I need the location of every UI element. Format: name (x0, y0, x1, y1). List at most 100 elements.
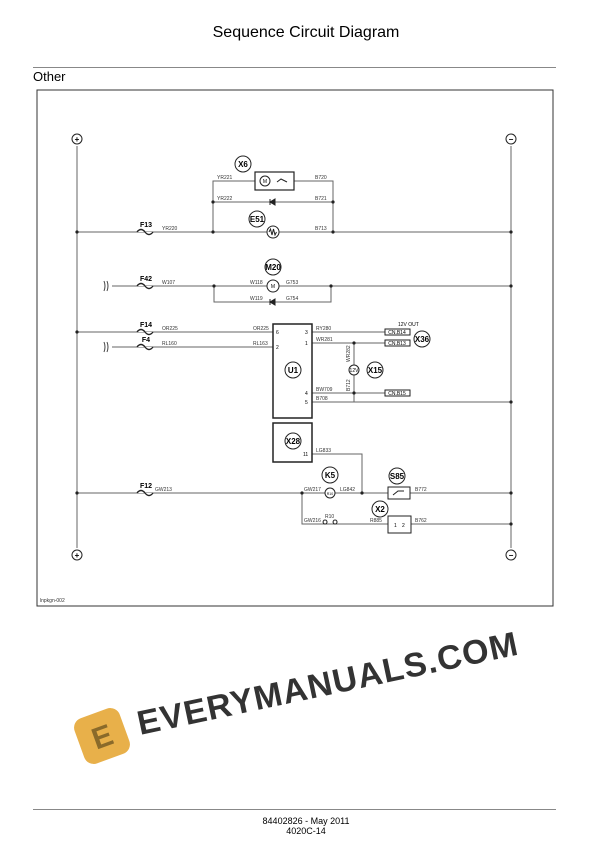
svg-text:+: + (75, 135, 80, 144)
negative-terminal-top: − (505, 133, 517, 145)
svg-text:6: 6 (276, 330, 279, 336)
svg-text:B721: B721 (315, 196, 327, 202)
svg-text:CN.B15: CN.B15 (388, 391, 406, 397)
k5-callout (321, 466, 339, 484)
u1-label: U1 (288, 366, 299, 375)
footer-page-number: 4020C-14 (286, 826, 326, 836)
svg-text:GW213: GW213 (155, 487, 172, 493)
e51-label: E51 (250, 215, 265, 224)
switch-contacts-icon (322, 519, 338, 525)
motor-label: M (263, 179, 267, 185)
svg-text:RY280: RY280 (316, 326, 331, 332)
svg-text:R10: R10 (325, 514, 334, 520)
k5-label: K5 (325, 471, 336, 480)
svg-text:WR282: WR282 (346, 345, 352, 362)
svg-text:GW216: GW216 (304, 518, 321, 524)
connectors: CN.B14 CN.B13 CN.B15 (384, 328, 411, 397)
diagram-reference: lnpkgn-002 (40, 598, 65, 604)
positive-terminal-bottom: + (71, 549, 83, 561)
svg-text:W118: W118 (250, 280, 263, 286)
svg-text:YR220: YR220 (162, 226, 178, 232)
diode-icon (269, 298, 276, 306)
svg-text:11: 11 (303, 452, 308, 458)
svg-text:B762: B762 (415, 518, 427, 524)
switch-icon (276, 178, 288, 183)
fuse-icons (136, 228, 154, 497)
page-title: Sequence Circuit Diagram (212, 24, 400, 41)
diode-icon (269, 198, 276, 206)
svg-text:B772: B772 (415, 487, 427, 493)
svg-text:−: − (509, 551, 514, 560)
x36-label: X36 (415, 335, 430, 344)
x36-callout (413, 330, 431, 348)
svg-text:−: − (509, 135, 514, 144)
x15-socket (348, 364, 360, 376)
x2-connector (387, 515, 412, 534)
svg-text:4: 4 (305, 391, 308, 397)
svg-text:LG833: LG833 (316, 448, 331, 454)
svg-text:5: 5 (305, 400, 308, 406)
negative-terminal-bottom: − (505, 549, 517, 561)
footer-divider (33, 809, 556, 810)
x2-pin: 1 (394, 523, 397, 529)
u1-callout (284, 361, 302, 379)
svg-text:B708: B708 (316, 396, 328, 402)
svg-text:W107: W107 (162, 280, 175, 286)
svg-text:G753: G753 (286, 280, 298, 286)
svg-text:GW217: GW217 (304, 487, 321, 493)
svg-text:+: + (75, 551, 80, 560)
relay-icon (324, 487, 336, 499)
x15-voltage: 12V (350, 368, 360, 374)
watermark-text: EVERYMANUALS.COM (134, 625, 522, 743)
s85-label: S85 (390, 472, 405, 481)
svg-text:CN.B13: CN.B13 (388, 341, 406, 347)
x2-pin: 2 (402, 523, 405, 529)
fuse-f13: F13 (140, 222, 152, 229)
x15-callout (366, 361, 384, 379)
x15-label: X15 (368, 366, 383, 375)
relay-label: R10 (327, 492, 333, 496)
watermark-logo: E EVERYMANUALS.COM (74, 625, 522, 764)
svg-text:R885: R885 (370, 518, 382, 524)
diagram-frame (36, 89, 554, 607)
fuse-f42: F42 (140, 276, 152, 283)
motor-label: M (271, 284, 275, 290)
m20-callout (264, 258, 282, 276)
svg-text:YR222: YR222 (217, 196, 233, 202)
svg-text:2: 2 (276, 345, 279, 351)
svg-text:LG842: LG842 (340, 487, 355, 493)
s85-switch (387, 486, 411, 500)
svg-text:CN.B14: CN.B14 (388, 330, 406, 336)
svg-text:WR281: WR281 (316, 337, 333, 343)
footer-doc-info: 84402826 - May 2011 (262, 816, 350, 826)
break-icon (103, 280, 109, 353)
svg-text:G754: G754 (286, 296, 298, 302)
e51-callout (248, 210, 266, 228)
svg-text:BW709: BW709 (316, 387, 333, 393)
svg-text:B712: B712 (346, 379, 352, 391)
fuse-f14: F14 (140, 322, 152, 329)
section-label: Other (33, 69, 66, 84)
svg-text:B720: B720 (315, 175, 327, 181)
svg-text:3: 3 (305, 330, 308, 336)
motor-icon (259, 175, 271, 187)
x28-label: X28 (286, 437, 301, 446)
svg-text:OR225: OR225 (253, 326, 269, 332)
svg-text:YR221: YR221 (217, 175, 233, 181)
svg-text:1: 1 (305, 341, 308, 347)
x28-callout (284, 432, 302, 450)
svg-text:W119: W119 (250, 296, 263, 302)
svg-text:B713: B713 (315, 226, 327, 232)
junction-dots (75, 200, 513, 526)
pin-labels: 6 2 3 1 4 5 11 (276, 330, 308, 458)
fuse-f4: F4 (142, 337, 150, 344)
fuse-f12: F12 (140, 483, 152, 490)
x6-callout (234, 155, 252, 173)
positive-terminal-top: + (71, 133, 83, 145)
12v-out-label: 12V OUT (398, 322, 419, 328)
m20-label: M20 (265, 263, 281, 272)
svg-text:OR225: OR225 (162, 326, 178, 332)
svg-text:RL163: RL163 (253, 341, 268, 347)
